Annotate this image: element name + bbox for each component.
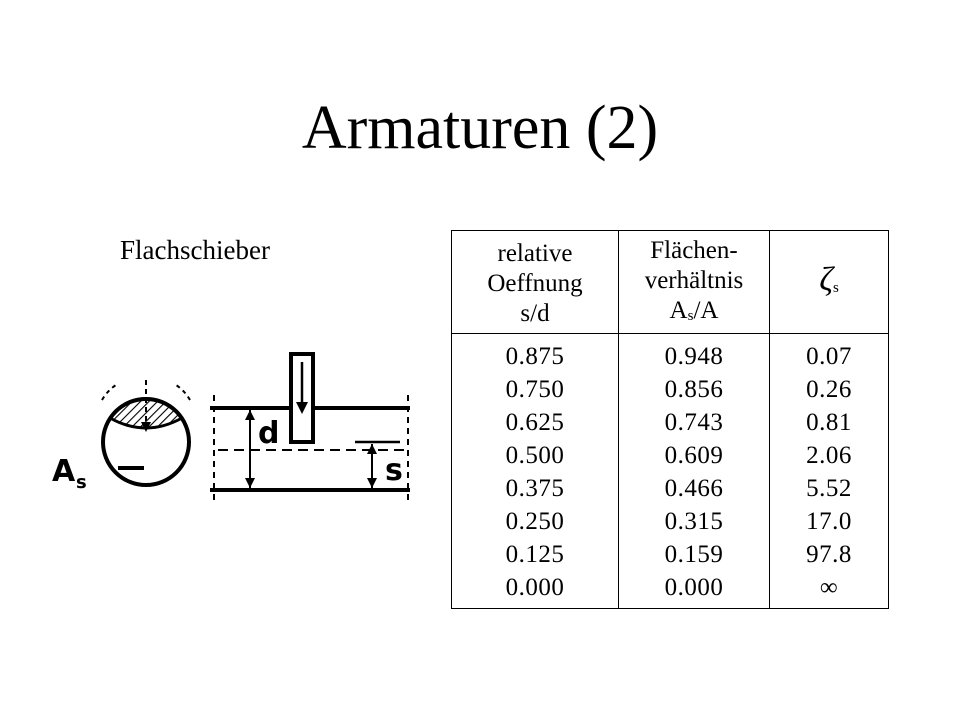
loss-coefficient-table: relative Oeffnung s/d Flächen- verhältni… [451, 230, 889, 609]
area-ratio-cell: 0.609 [618, 439, 770, 472]
table-header-row: relative Oeffnung s/d Flächen- verhältni… [451, 230, 889, 334]
loss-coefficient-cell: ∞ [769, 571, 889, 609]
header-area-subscript: s [687, 308, 694, 324]
header-line: verhältnis [644, 267, 744, 294]
relative-opening-cell: 0.125 [451, 538, 619, 571]
area-label-subscript: s [76, 472, 87, 493]
data-table: relative Oeffnung s/d Flächen- verhältni… [451, 230, 889, 609]
area-ratio-cell: 0.856 [618, 373, 770, 406]
slide-title: Armaturen (2) [301, 94, 659, 162]
area-ratio-cell: 0.948 [618, 333, 770, 373]
relative-opening-cell: 0.875 [451, 333, 619, 373]
area-ratio-cell: 0.159 [618, 538, 770, 571]
area-ratio-cell: 0.000 [618, 571, 770, 609]
area-ratio-cell: 0.743 [618, 406, 770, 439]
header-line: s/d [520, 299, 550, 327]
area-label: A [52, 454, 76, 489]
header-line: relative [497, 239, 573, 267]
pipe-longitudinal-section: d s [210, 352, 410, 505]
header-zeta-subscript: s [832, 279, 839, 296]
area-ratio-cell: 0.315 [618, 505, 770, 538]
slide-subtitle: Flachschieber [120, 235, 270, 265]
header-relative-opening: relative Oeffnung s/d [451, 230, 619, 334]
header-area-symbol: A [669, 297, 688, 324]
header-zeta-symbol: ζ [819, 260, 833, 298]
gate-valve-sketch: A s d s [52, 352, 410, 505]
relative-opening-cell: 0.250 [451, 505, 619, 538]
header-area-denominator: /A [693, 297, 719, 324]
header-line: As/A [619, 296, 769, 331]
opening-label: s [385, 453, 403, 488]
relative-opening-cell: 0.625 [451, 406, 619, 439]
pipe-cross-section: A s [52, 380, 191, 493]
loss-coefficient-cell: 0.81 [769, 406, 889, 439]
header-line: Flächen- [650, 237, 738, 264]
relative-opening-cell: 0.750 [451, 373, 619, 406]
relative-opening-cell: 0.375 [451, 472, 619, 505]
relative-opening-cell: 0.000 [451, 571, 619, 609]
diameter-label: d [258, 416, 279, 451]
loss-coefficient-cell: 17.0 [769, 505, 889, 538]
relative-opening-cell: 0.500 [451, 439, 619, 472]
loss-coefficient-cell: 5.52 [769, 472, 889, 505]
loss-coefficient-cell: 0.26 [769, 373, 889, 406]
header-area-ratio: Flächen- verhältnis As/A [618, 230, 770, 334]
loss-coefficient-cell: 97.8 [769, 538, 889, 571]
loss-coefficient-cell: 0.07 [769, 333, 889, 373]
header-loss-coefficient: ζs [769, 230, 889, 334]
loss-coefficient-cell: 2.06 [769, 439, 889, 472]
area-ratio-cell: 0.466 [618, 472, 770, 505]
header-line: Oeffnung [487, 269, 583, 297]
